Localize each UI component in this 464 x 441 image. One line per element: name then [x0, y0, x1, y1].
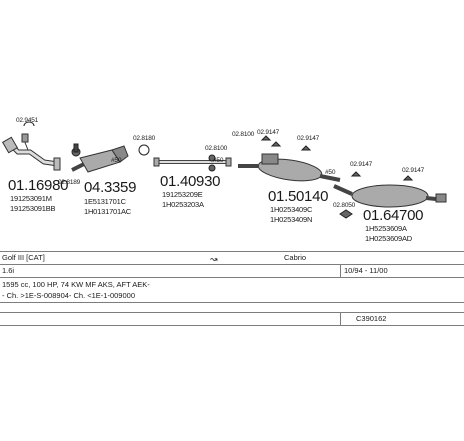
table-row-line [0, 302, 464, 303]
engine-size: 1.6i [2, 266, 15, 275]
table-row-line [0, 251, 464, 252]
oem-number: 1H5253609A [365, 224, 407, 233]
accessory-code: 02.9451 [16, 117, 39, 124]
hanger-a6 [270, 141, 282, 147]
hanger-a4 [208, 164, 216, 172]
accessory-code: 02.8180 [133, 135, 156, 142]
hanger-a5 [260, 135, 272, 141]
table-row-line [0, 325, 464, 326]
table-row-line [0, 264, 464, 265]
hanger-a8 [350, 171, 362, 177]
accessory-code: 02.9147 [297, 135, 320, 142]
part-number[interactable]: 01.50140 [268, 188, 329, 205]
accessory-code: 02.8189 [58, 179, 81, 186]
pipe-size-label: #50 [111, 157, 122, 164]
clamp-a1 [23, 121, 35, 127]
body-type: Cabrio [284, 253, 307, 262]
pipe-size-label: #50 [213, 157, 224, 164]
clamp-b1 [339, 209, 353, 219]
hanger-a2 [138, 144, 150, 156]
diagram-code: C390162 [356, 314, 387, 323]
engine-spec: 1595 cc, 100 HP, 74 KW MF AKS, AFT AEK- [2, 280, 150, 289]
oem-number: 1H0253409C [270, 205, 313, 214]
oem-number: 1H0253203A [162, 200, 204, 209]
part-number[interactable]: 01.40930 [160, 173, 221, 190]
accessory-hardware [23, 121, 414, 219]
hanger-a9 [402, 175, 414, 181]
column-divider [340, 264, 341, 277]
front-pipe-drawing [1, 133, 61, 171]
model-name: Golf III [CAT] [2, 253, 45, 262]
hanger-a3 [208, 154, 216, 162]
direction-arrow-icon: ↝ [210, 254, 218, 264]
production-years: 10/94 - 11/00 [344, 266, 388, 275]
oem-number: 191253091M [10, 194, 52, 203]
accessory-code: 02.9147 [350, 161, 373, 168]
part-number[interactable]: 04.3359 [84, 179, 137, 196]
exhaust-diagram: 02.9451 02.8180 02.8100 02.8100 02.9147 … [1, 117, 447, 243]
pipe-size-label: #50 [325, 169, 336, 176]
oem-number: 1H0253609AD [365, 234, 413, 243]
hanger-a7 [300, 145, 312, 151]
chassis-range: - Ch. >1E-S-008904- Ch. <1E-1-009000 [2, 291, 135, 300]
table-row-line [0, 277, 464, 278]
oem-number: 1H0131701AC [84, 207, 132, 216]
accessory-code: 02.8100 [205, 145, 228, 152]
exhaust-parts-drawing [1, 121, 447, 219]
table-row-line [0, 312, 464, 313]
intermediate-pipe-drawing [153, 157, 232, 167]
oem-number: 191253091BB [10, 204, 56, 213]
column-divider [340, 312, 341, 325]
accessory-code: 02.8050 [333, 202, 356, 209]
catalytic-converter-drawing [71, 143, 129, 173]
accessory-code: 02.8100 [232, 131, 255, 138]
oem-number: 1H0253409N [270, 215, 313, 224]
oem-number: 191253209E [162, 190, 203, 199]
part-number[interactable]: 01.16980 [8, 177, 69, 194]
middle-silencer-drawing [238, 153, 341, 182]
accessory-code: 02.9147 [402, 167, 425, 174]
accessory-code: 02.9147 [257, 129, 280, 136]
part-number[interactable]: 01.64700 [363, 207, 424, 224]
rear-silencer-drawing [333, 184, 447, 208]
oem-number: 1E5131701C [84, 197, 126, 206]
